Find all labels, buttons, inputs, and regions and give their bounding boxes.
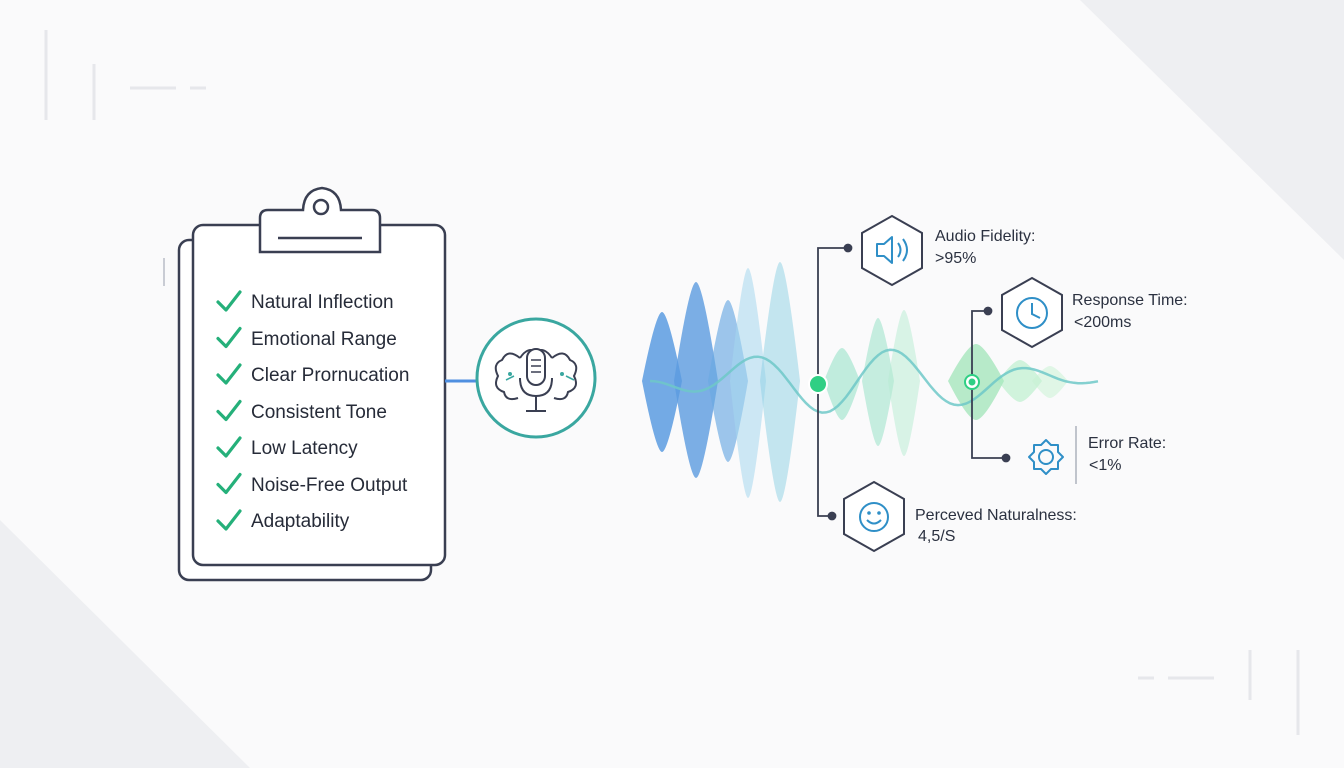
checklist-item-low-latency: Low Latency (251, 438, 358, 459)
wave-line (649, 348, 1099, 414)
metric-name: Perceved Naturalness: (915, 507, 1077, 524)
checkmark-icon (216, 472, 242, 495)
waveform (598, 262, 1150, 502)
metric-value: <200ms (1074, 314, 1132, 331)
smiley-icon (843, 480, 905, 553)
checklist (216, 290, 242, 531)
checklist-item-natural-inflection: Natural Inflection (251, 292, 394, 313)
checkmark-icon (216, 436, 242, 458)
metric-value: 4,5/S (918, 528, 956, 545)
wave-lobe (824, 348, 860, 420)
checklist-item-noise-free-output: Noise-Free Output (251, 475, 408, 496)
metric-value: <1% (1089, 457, 1122, 474)
gear-icon (1028, 439, 1064, 475)
brain-microphone-icon (475, 317, 597, 439)
metric-name: Error Rate: (1088, 435, 1167, 452)
checklist-item-consistent-tone: Consistent Tone (251, 402, 387, 423)
clipboard (177, 186, 447, 582)
clock-icon (1001, 276, 1063, 349)
checkmark-icon (216, 290, 242, 312)
checklist-item-clear-pronunciation: Clear Prornucation (251, 365, 410, 386)
checkmark-icon (216, 399, 242, 422)
metric-name: Audio Fidelity: (935, 228, 1036, 245)
checkmark-icon (216, 326, 242, 349)
checkmark-icon (216, 363, 242, 385)
clipboard-clip (258, 186, 382, 254)
wave-lobe (888, 310, 920, 456)
metric-value: >95% (935, 250, 977, 267)
checklist-item-emotional-range: Emotional Range (251, 329, 397, 350)
metric-name: Response Time: (1072, 292, 1188, 309)
checklist-item-adaptability: Adaptability (251, 511, 350, 532)
checkmark-icon (216, 509, 242, 531)
wave-lobe (730, 268, 766, 498)
wave-nodes (808, 374, 980, 394)
speaker-icon (861, 214, 923, 287)
